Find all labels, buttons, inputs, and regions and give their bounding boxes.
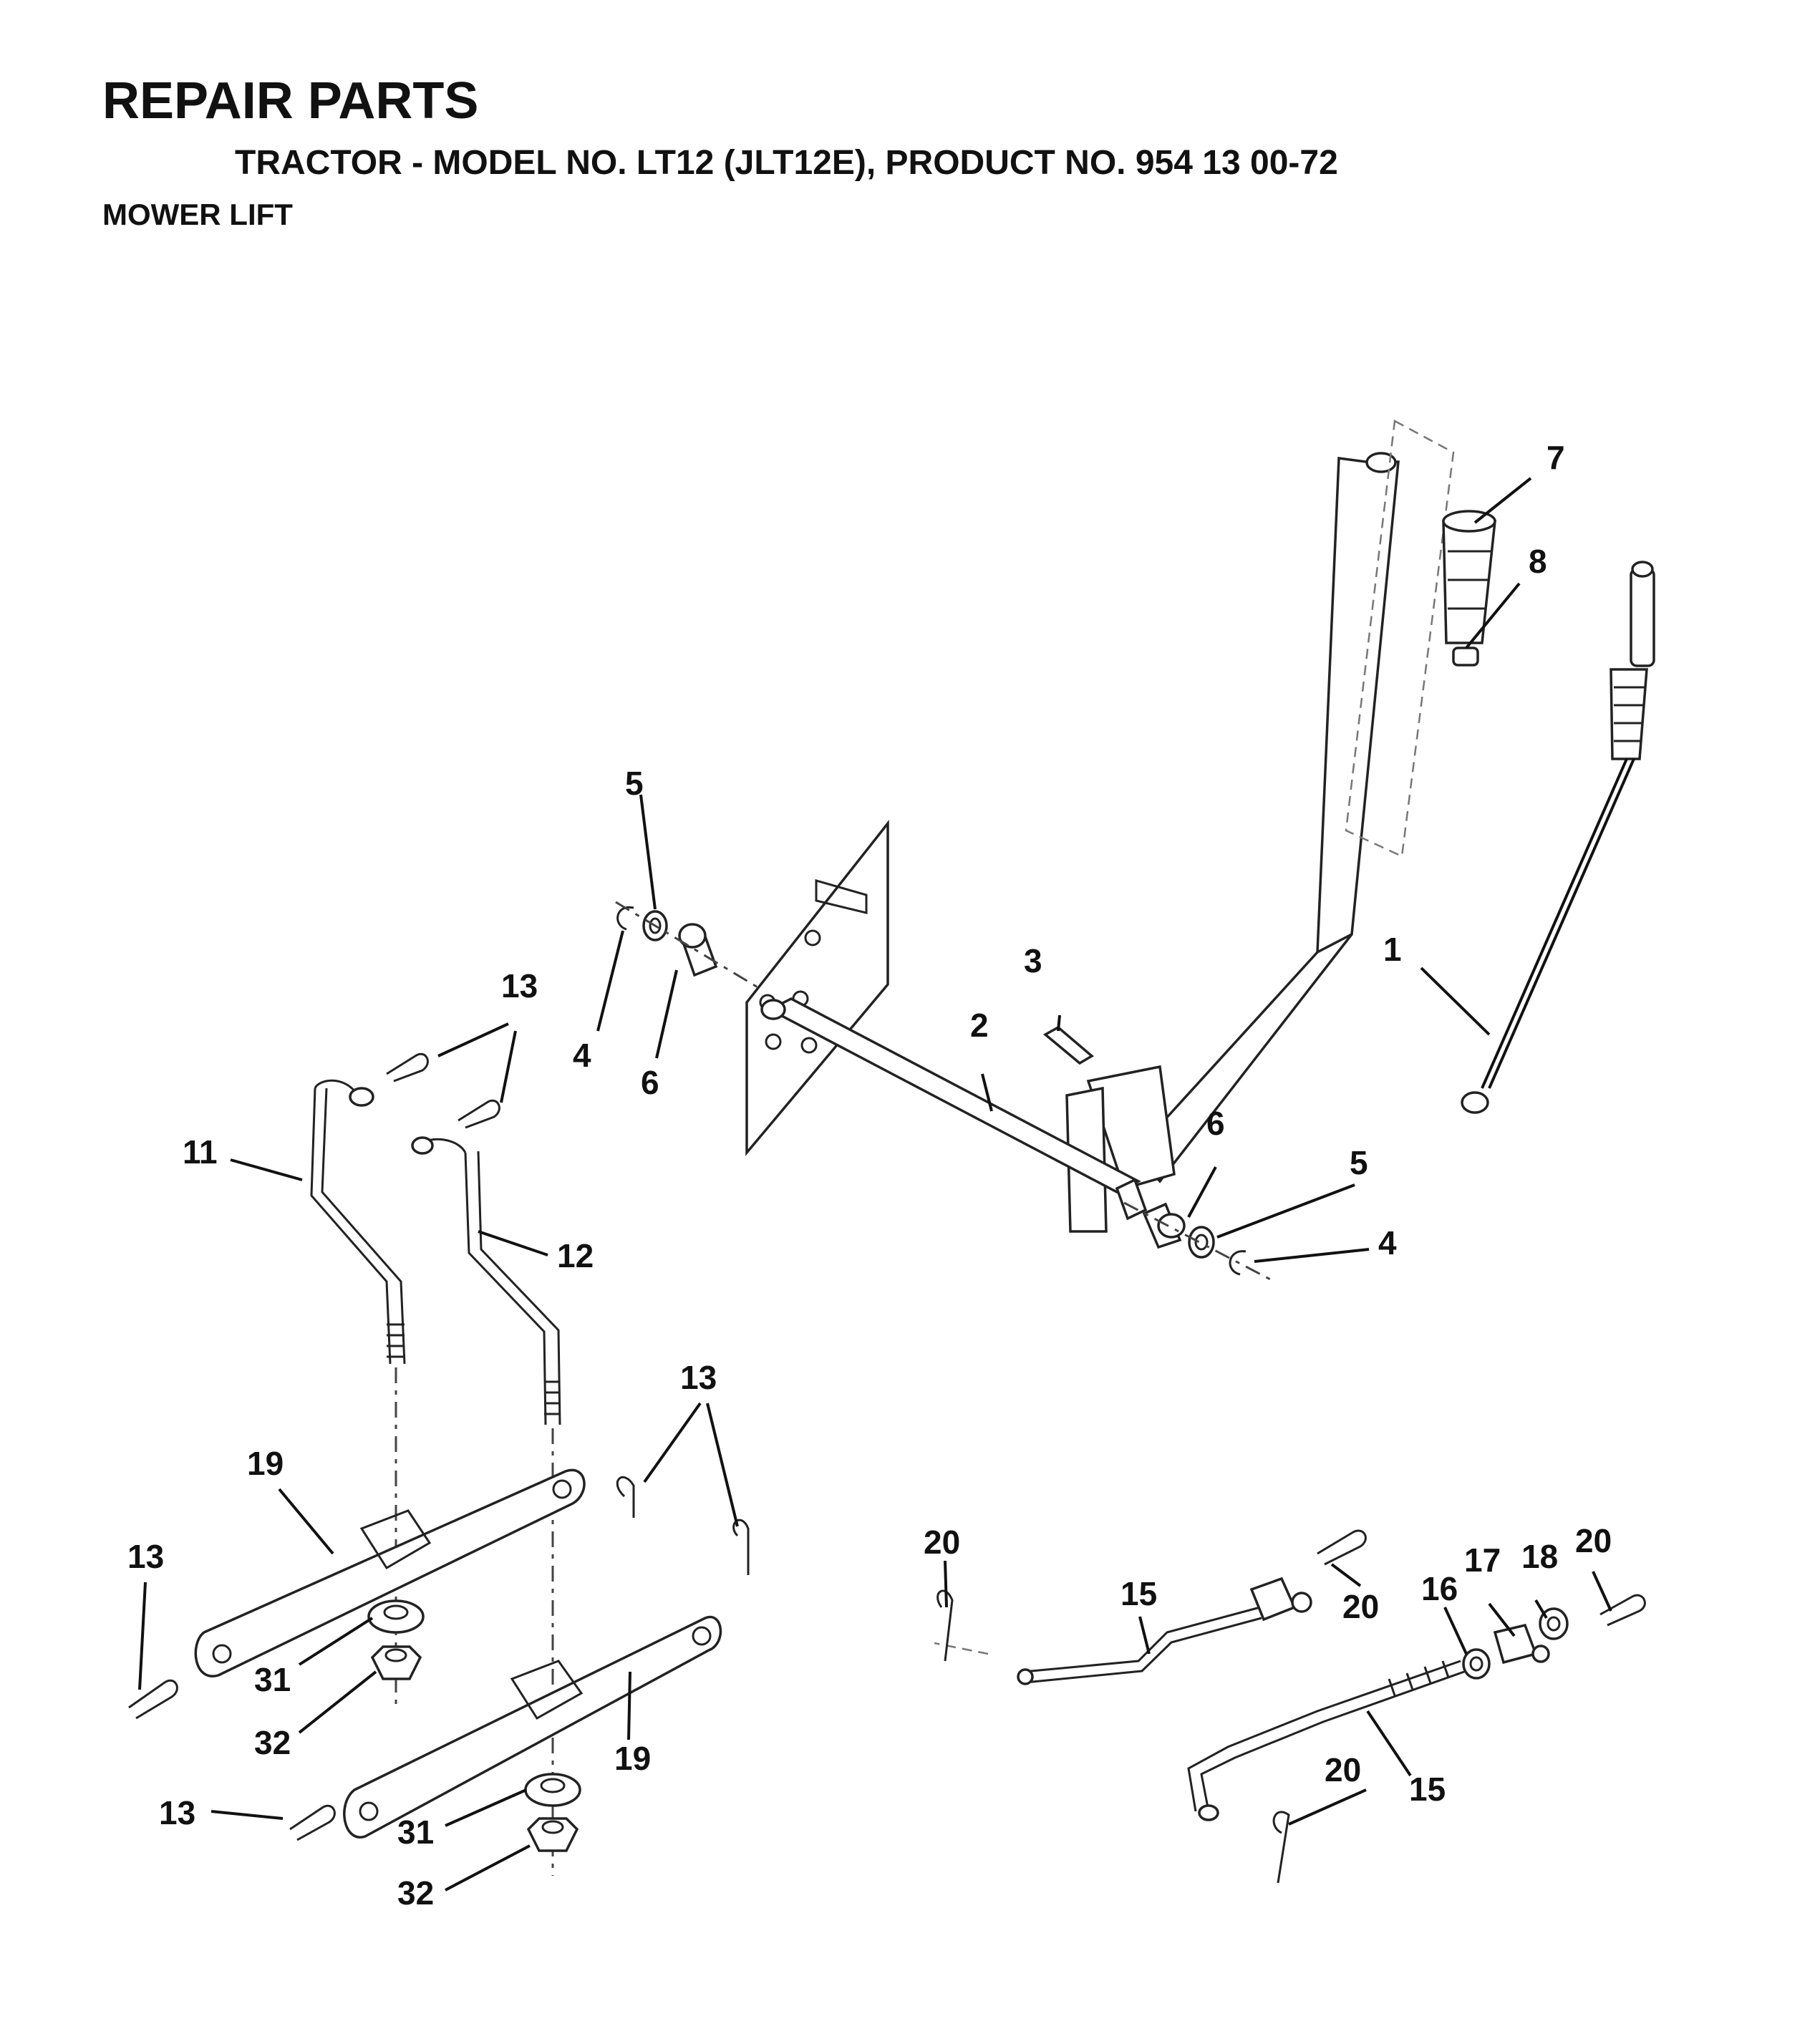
right-shaft-end bbox=[1115, 1178, 1148, 1221]
nut-lower bbox=[526, 1817, 579, 1852]
spacer-upper bbox=[367, 1599, 425, 1634]
lift-link-left bbox=[310, 1079, 406, 1365]
callout-4-right: 4 bbox=[1378, 1224, 1397, 1261]
height-rod-upper bbox=[1017, 1606, 1262, 1685]
nut-upper bbox=[370, 1645, 422, 1680]
grip-plug bbox=[1452, 646, 1479, 667]
hairpin-20-lower bbox=[1272, 1811, 1290, 1884]
callout-11: 11 bbox=[183, 1133, 218, 1171]
callout-1: 1 bbox=[1383, 931, 1402, 968]
callout-31-lower: 31 bbox=[397, 1813, 434, 1851]
page-subtitle: TRACTOR - MODEL NO. LT12 (JLT12E), PRODU… bbox=[235, 144, 1338, 182]
adjuster-block-upper bbox=[1249, 1577, 1312, 1622]
callout-13-top: 13 bbox=[501, 967, 538, 1004]
section-title: MOWER LIFT bbox=[102, 198, 293, 231]
left-axis-line bbox=[615, 901, 760, 989]
hairpin-clip-top-left bbox=[386, 1053, 429, 1083]
right-spacer bbox=[1142, 1202, 1186, 1249]
hairpin-clip-mid-left bbox=[616, 1476, 635, 1518]
callout-12: 12 bbox=[557, 1237, 594, 1274]
callout-31-upper: 31 bbox=[254, 1661, 291, 1698]
upper-rod-axis bbox=[934, 1642, 989, 1655]
callout-20-right: 20 bbox=[1575, 1522, 1612, 1559]
callout-20-left: 20 bbox=[924, 1524, 960, 1561]
callout-15-lower: 15 bbox=[1409, 1771, 1446, 1808]
spacer-lower bbox=[524, 1773, 581, 1807]
callout-labels: 7 8 1 3 2 5 4 6 6 5 4 13 11 12 13 19 13 … bbox=[127, 439, 1612, 1912]
roll-pin bbox=[1042, 1025, 1095, 1065]
callout-20-upper: 20 bbox=[1342, 1588, 1379, 1625]
callout-5-left: 5 bbox=[625, 765, 644, 802]
leader-lines bbox=[138, 477, 1612, 1892]
callout-32-upper: 32 bbox=[254, 1724, 291, 1761]
right-washer bbox=[1188, 1226, 1215, 1259]
lift-link-right bbox=[411, 1136, 561, 1425]
mounting-plate bbox=[745, 819, 889, 1156]
callout-4-left: 4 bbox=[573, 1037, 591, 1074]
callout-13-bottom: 13 bbox=[159, 1794, 195, 1831]
hairpin-20-upper bbox=[1317, 1529, 1367, 1566]
hairpin-20-left bbox=[936, 1589, 954, 1662]
callout-7: 7 bbox=[1546, 439, 1565, 476]
callout-20-lower: 20 bbox=[1325, 1751, 1361, 1788]
left-spacer bbox=[678, 923, 718, 977]
callout-5-right: 5 bbox=[1350, 1144, 1368, 1181]
hairpin-clip-top-right bbox=[458, 1100, 500, 1129]
hairpin-clip-bottom-left bbox=[128, 1680, 178, 1720]
callout-2: 2 bbox=[970, 1007, 989, 1044]
callout-6-right: 6 bbox=[1206, 1105, 1225, 1142]
lift-arm-lower bbox=[343, 1615, 722, 1839]
callout-8: 8 bbox=[1529, 543, 1547, 580]
callout-17: 17 bbox=[1464, 1541, 1501, 1579]
adjuster-block bbox=[1493, 1623, 1550, 1665]
callout-19-upper: 19 bbox=[247, 1445, 284, 1482]
callout-3: 3 bbox=[1024, 942, 1042, 979]
left-retaining-clip bbox=[616, 906, 634, 931]
height-rod-lower bbox=[1187, 1660, 1465, 1821]
lift-handle bbox=[1065, 452, 1400, 1233]
hairpin-clip-mid-right bbox=[732, 1519, 750, 1575]
callout-6-left: 6 bbox=[641, 1064, 659, 1101]
callout-18: 18 bbox=[1521, 1538, 1558, 1575]
right-axis-line bbox=[1123, 1201, 1275, 1283]
hairpin-20-right bbox=[1599, 1594, 1646, 1627]
callout-13-left: 13 bbox=[127, 1538, 164, 1575]
callout-15-upper: 15 bbox=[1120, 1575, 1157, 1612]
callout-13-mid: 13 bbox=[680, 1359, 717, 1396]
callout-19-lower: 19 bbox=[614, 1740, 651, 1777]
hairpin-clip-bottom bbox=[289, 1805, 336, 1841]
right-retaining-clip bbox=[1229, 1250, 1247, 1276]
hex-nut bbox=[1462, 1648, 1491, 1680]
callout-32-lower: 32 bbox=[397, 1874, 434, 1912]
page-title: REPAIR PARTS bbox=[102, 72, 479, 130]
callout-16: 16 bbox=[1421, 1570, 1458, 1607]
lift-shaft bbox=[760, 997, 1141, 1193]
lift-arm-upper bbox=[194, 1468, 586, 1677]
lift-cable bbox=[1461, 561, 1655, 1114]
